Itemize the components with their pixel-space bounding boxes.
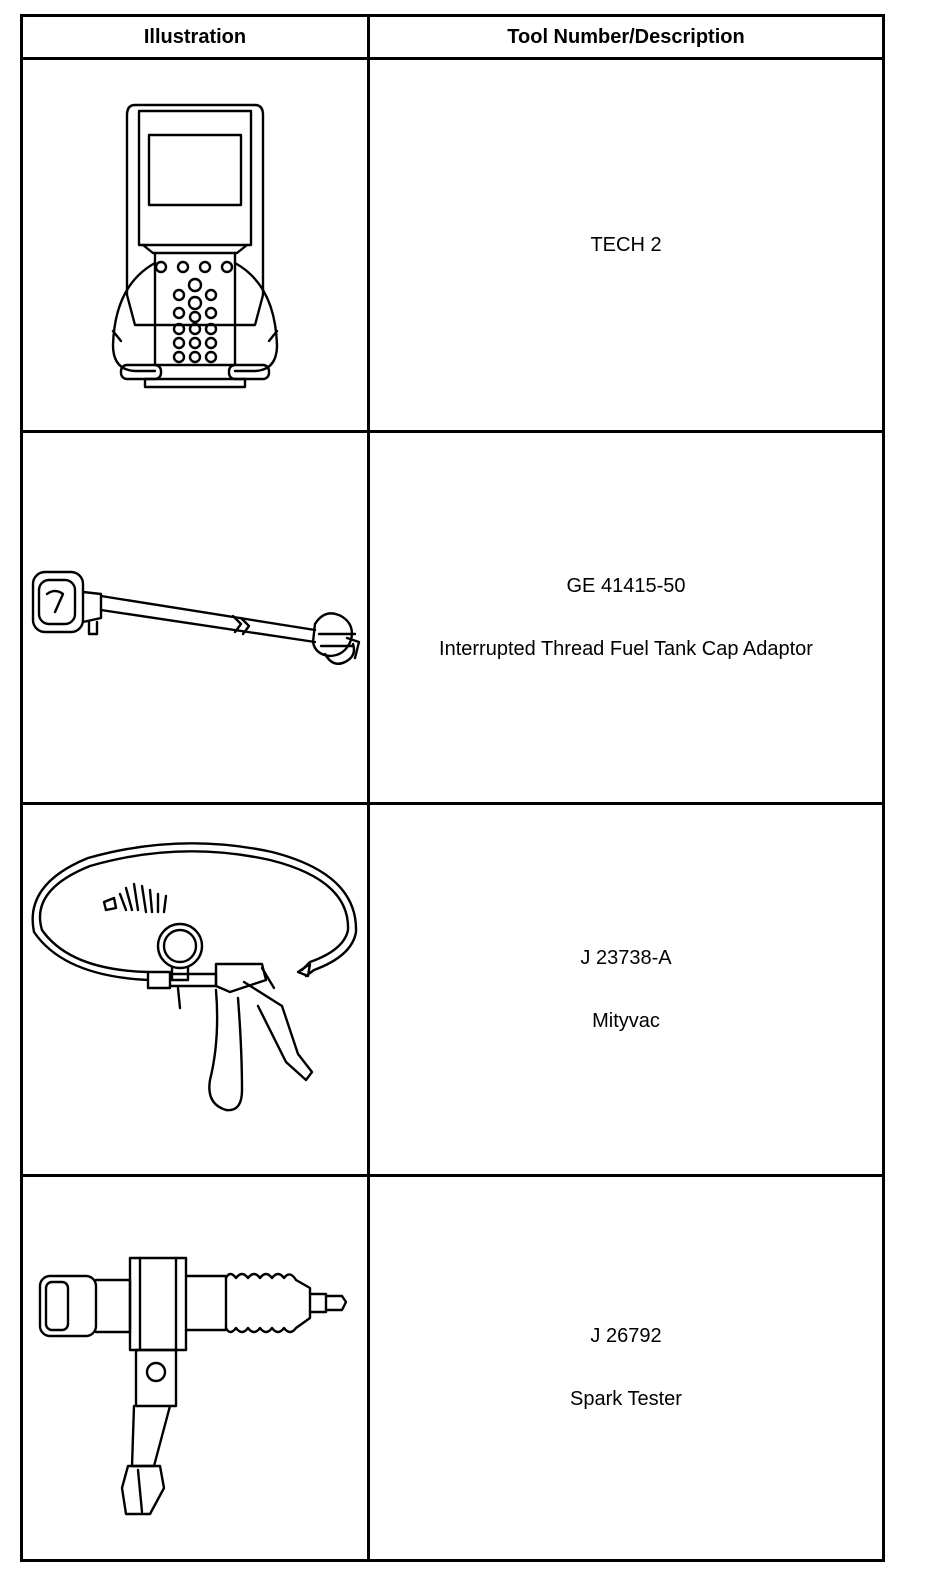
table-row [23,433,367,802]
spark-tester-icon [38,1256,348,1516]
tool-name: Spark Tester [570,1388,682,1410]
table-row [23,60,367,430]
fuel-tank-cap-adaptor-icon [31,570,361,665]
tool-number: TECH 2 [590,233,662,256]
tool-description-cell: TECH 2 [370,60,882,430]
special-tools-table: Illustration Tool Number/Description T [20,14,885,1562]
row-divider [23,802,882,805]
tool-number: J 26792 [590,1325,662,1347]
mityvac-pump-icon [31,841,358,1111]
table-row [23,805,367,1174]
tool-number: J 23738-A [580,946,672,969]
tool-name: Interrupted Thread Fuel Tank Cap Adaptor [439,637,813,660]
row-divider [23,430,882,433]
tool-name: Mityvac [592,1009,660,1032]
tool-description-cell: J 23738-A Mityvac [370,805,882,1174]
tool-description-cell: GE 41415-50 Interrupted Thread Fuel Tank… [370,433,882,802]
tool-number: GE 41415-50 [566,574,686,597]
column-divider [367,17,370,1559]
tech2-scan-tool-icon [111,103,279,389]
tool-header: Tool Number/Description [507,25,745,48]
table-row [23,1177,367,1559]
tool-description-cell: J 26792 Spark Tester [370,1177,882,1559]
row-divider [23,57,882,60]
illustration-header: Illustration [143,25,247,48]
row-divider [23,1174,882,1177]
